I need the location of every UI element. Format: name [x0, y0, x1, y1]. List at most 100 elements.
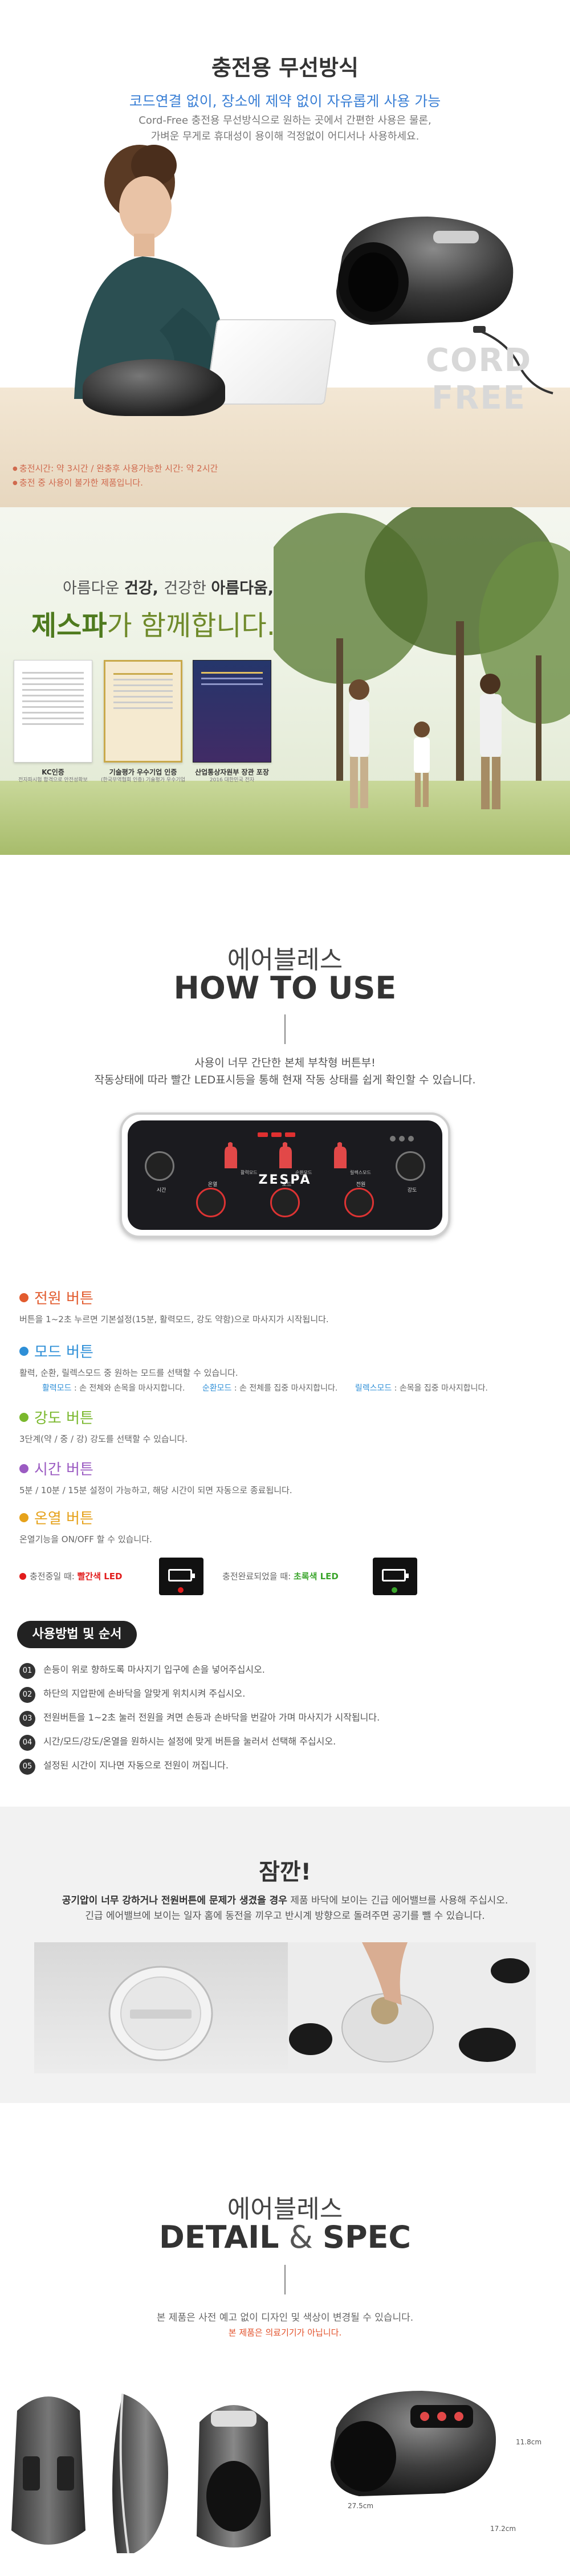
- howto-intro: 사용이 너무 간단한 본체 부착형 버튼부! 작동상태에 따라 빨간 LED표시…: [0, 1054, 570, 1089]
- cordless-desc-line2: 가벼운 무게로 휴대성이 용이해 걱정없이 어디서나 사용하세요.: [150, 131, 420, 142]
- spec-title-spec: SPEC: [323, 2219, 412, 2255]
- mode-button-label: 모드: [282, 1182, 292, 1188]
- charged-status-label: 충전완료되었을 때:: [222, 1571, 294, 1582]
- strength-button-desc: 3단계(약 / 중 / 강) 강도를 선택할 수 있습니다.: [19, 1434, 188, 1444]
- cordless-subtitle: 코드연결 없이, 장소에 제약 없이 자유롭게 사용 가능: [129, 93, 441, 109]
- grass-ground: [0, 781, 570, 855]
- dimension-length: 27.5cm: [348, 2502, 374, 2510]
- usage-step: 02 하단의 지압판에 손바닥을 알맞게 위치시켜 주십시오.: [19, 1685, 555, 1709]
- red-dot-icon: [19, 1573, 26, 1580]
- mode-vitality: 활력모드 : 손 전체와 손목을 마사지합니다.: [42, 1384, 185, 1393]
- power-button-desc: 버튼을 1~2초 누르면 기본설정(15분, 활력모드, 강도 약함)으로 마사…: [19, 1314, 329, 1324]
- charging-led-status: 충전중일 때: 빨간색 LED 충전완료되었을 때: 초록색 LED: [19, 1558, 555, 1597]
- mode-relax-desc: : 손목을 집중 마사지합니다.: [392, 1384, 488, 1393]
- panel-brand-logo: ZESPA: [258, 1173, 312, 1187]
- product-angled-view-image: [331, 2391, 496, 2496]
- cert-kc-sub: 전자파시험 합격으로 안전성확보: [18, 777, 88, 783]
- caution-section: 잠깐! 공기압이 너무 강하거나 전원버튼에 문제가 생겼을 경우 제품 바닥에…: [0, 1807, 570, 2103]
- divider-bar: [284, 2265, 286, 2294]
- step-text: 설정된 시간이 지나면 자동으로 전원이 꺼집니다.: [43, 1760, 229, 1771]
- heat-button-label: 온열: [207, 1182, 218, 1188]
- cord-free-line2: FREE: [431, 380, 526, 417]
- time-button-desc: 5분 / 10분 / 15분 설정이 가능하고, 해당 시간이 되면 자동으로 …: [19, 1485, 292, 1495]
- how-to-use-section: 에어블레스 HOW TO USE 사용이 너무 간단한 본체 부착형 버튼부! …: [0, 855, 570, 1807]
- mode-vitality-desc: : 손 전체와 손목을 마사지합니다.: [71, 1384, 185, 1393]
- time-button: 시간: [145, 1151, 174, 1193]
- caution-line2: 긴급 에어밸브에 보이는 일자 홈에 동전을 끼우고 반시계 방향으로 돌려주면…: [85, 1910, 485, 1922]
- mode-circulation-desc: : 손 전체를 집중 마사지합니다.: [231, 1384, 338, 1393]
- time-button-label: 시간: [156, 1188, 166, 1193]
- massager-on-desk-image: [83, 359, 225, 416]
- brand-tagline-part1: 아름다운: [63, 580, 124, 597]
- strength-button-explanation: 강도 버튼 3단계(약 / 중 / 강) 강도를 선택할 수 있습니다.: [19, 1407, 555, 1446]
- cord-free-badge: CORD FREE: [399, 342, 559, 417]
- power-button-explanation: 전원 버튼 버튼을 1~2초 누르면 기본설정(15분, 활력모드, 강도 약함…: [19, 1287, 555, 1326]
- step-number: 03: [19, 1711, 35, 1727]
- dimension-height: 11.8cm: [516, 2438, 542, 2446]
- cert-award-sub: 2016 대한민국 전자: [209, 777, 255, 783]
- cert-award-caption: 산업통상자원부 장관 포장 2016 대한민국 전자: [189, 768, 275, 784]
- brand-tagline-part4: 아름다움,: [211, 580, 274, 597]
- charged-status: 충전완료되었을 때: 초록색 LED: [222, 1570, 339, 1582]
- mode-relax-name: 릴렉스모드: [355, 1384, 392, 1393]
- brand-slogan: 제스파가 함께합니다.: [31, 603, 275, 643]
- spec-title-amp: &: [279, 2219, 323, 2255]
- product-front-view-image: [197, 2405, 271, 2548]
- charging-note-usage: 충전 중 사용이 불가한 제품입니다.: [13, 476, 218, 490]
- brand-name: 제스파: [31, 610, 107, 642]
- strength-button-label: 강도: [407, 1188, 417, 1193]
- spec-title-detail: DETAIL: [158, 2219, 279, 2255]
- mode-button-desc: 활력, 순환, 릴렉스모드 중 원하는 모드를 선택할 수 있습니다.: [19, 1368, 238, 1378]
- led-indicators: [258, 1128, 312, 1140]
- spec-not-medical-note: 본 제품은 의료기기가 아닙니다.: [228, 2328, 342, 2338]
- step-number: 05: [19, 1759, 35, 1775]
- step-number: 02: [19, 1687, 35, 1703]
- caution-description: 공기압이 너무 강하거나 전원버튼에 문제가 생겼을 경우 제품 바닥에 보이는…: [0, 1893, 570, 1924]
- heat-button-explanation: 온열 버튼 온열기능을 ON/OFF 할 수 있습니다.: [19, 1507, 555, 1546]
- divider-bar: [284, 1014, 286, 1044]
- cert-tech-title: 기술평가 우수기업 인증: [109, 768, 177, 776]
- heat-button-title: 온열 버튼: [19, 1507, 555, 1528]
- caution-bold-text: 공기압이 너무 강하거나 전원버튼에 문제가 생겼을 경우: [62, 1895, 287, 1906]
- step-text: 하단의 지압판에 손바닥을 알맞게 위치시켜 주십시오.: [43, 1688, 246, 1699]
- usage-step: 05 설정된 시간이 지나면 자동으로 전원이 꺼집니다.: [19, 1757, 555, 1781]
- strength-button: 강도: [396, 1151, 425, 1193]
- cert-kc-title: KC인증: [42, 768, 64, 776]
- spec-title-ko: 에어블레스: [227, 2195, 343, 2224]
- cert-tech-caption: 기술평가 우수기업 인증 (한국무역협회 인증) 기술평가 우수기업: [100, 768, 186, 784]
- power-button: 전원: [344, 1182, 374, 1217]
- brand-tagline-part2: 건강,: [124, 580, 164, 597]
- cordless-description: Cord-Free 충전용 무선방식으로 원하는 곳에서 간편한 사용은 물론,…: [0, 113, 570, 145]
- vitality-mode-label: 활력모드: [241, 1170, 258, 1175]
- mode-vitality-name: 활력모드: [42, 1384, 72, 1393]
- step-text: 손등이 위로 향하도록 마사지기 입구에 손을 넣어주십시오.: [43, 1664, 265, 1675]
- power-button-title: 전원 버튼: [19, 1287, 555, 1308]
- detail-spec-section: 에어블레스 DETAIL & SPEC 본 제품은 사전 예고 없이 디자인 및…: [0, 2103, 570, 2576]
- power-button-label: 전원: [356, 1182, 366, 1188]
- battery-charged-icon: [373, 1558, 417, 1595]
- time-button-explanation: 시간 버튼 5분 / 10분 / 15분 설정이 가능하고, 해당 시간이 되면…: [19, 1458, 555, 1497]
- mode-list: 활력모드 : 손 전체와 손목을 마사지합니다. 순환모드 : 손 전체를 집중…: [42, 1382, 555, 1393]
- dimension-width: 17.2cm: [490, 2525, 516, 2533]
- charging-status: 충전중일 때: 빨간색 LED: [19, 1570, 122, 1582]
- indicator-dots: [390, 1133, 417, 1144]
- howto-intro-line1: 사용이 너무 간단한 본체 부착형 버튼부!: [194, 1057, 376, 1069]
- cert-award-image: [193, 660, 271, 763]
- circulation-mode-label: 순환모드: [295, 1170, 312, 1175]
- vitality-mode-hand-icon: [225, 1142, 237, 1168]
- air-valve-closeup-image: [34, 1942, 288, 2073]
- charging-notes: 충전시간: 약 3시간 / 완충후 사용가능한 시간: 약 2시간 충전 중 사…: [13, 462, 218, 490]
- usage-steps-title: 사용방법 및 순서: [17, 1621, 137, 1648]
- mode-circulation: 순환모드 : 손 전체를 집중 마사지합니다.: [202, 1384, 338, 1393]
- cordless-desc-line1: Cord-Free 충전용 무선방식으로 원하는 곳에서 간편한 사용은 물론,: [139, 115, 431, 127]
- cert-award-title: 산업통상자원부 장관 포장: [195, 768, 269, 776]
- charging-status-label: 충전중일 때:: [30, 1571, 78, 1582]
- cert-tech-image: [104, 660, 182, 763]
- cordless-title: 충전용 무선방식: [211, 55, 359, 80]
- mode-button-title: 모드 버튼: [19, 1340, 555, 1362]
- howto-title-en: HOW TO USE: [173, 970, 397, 1006]
